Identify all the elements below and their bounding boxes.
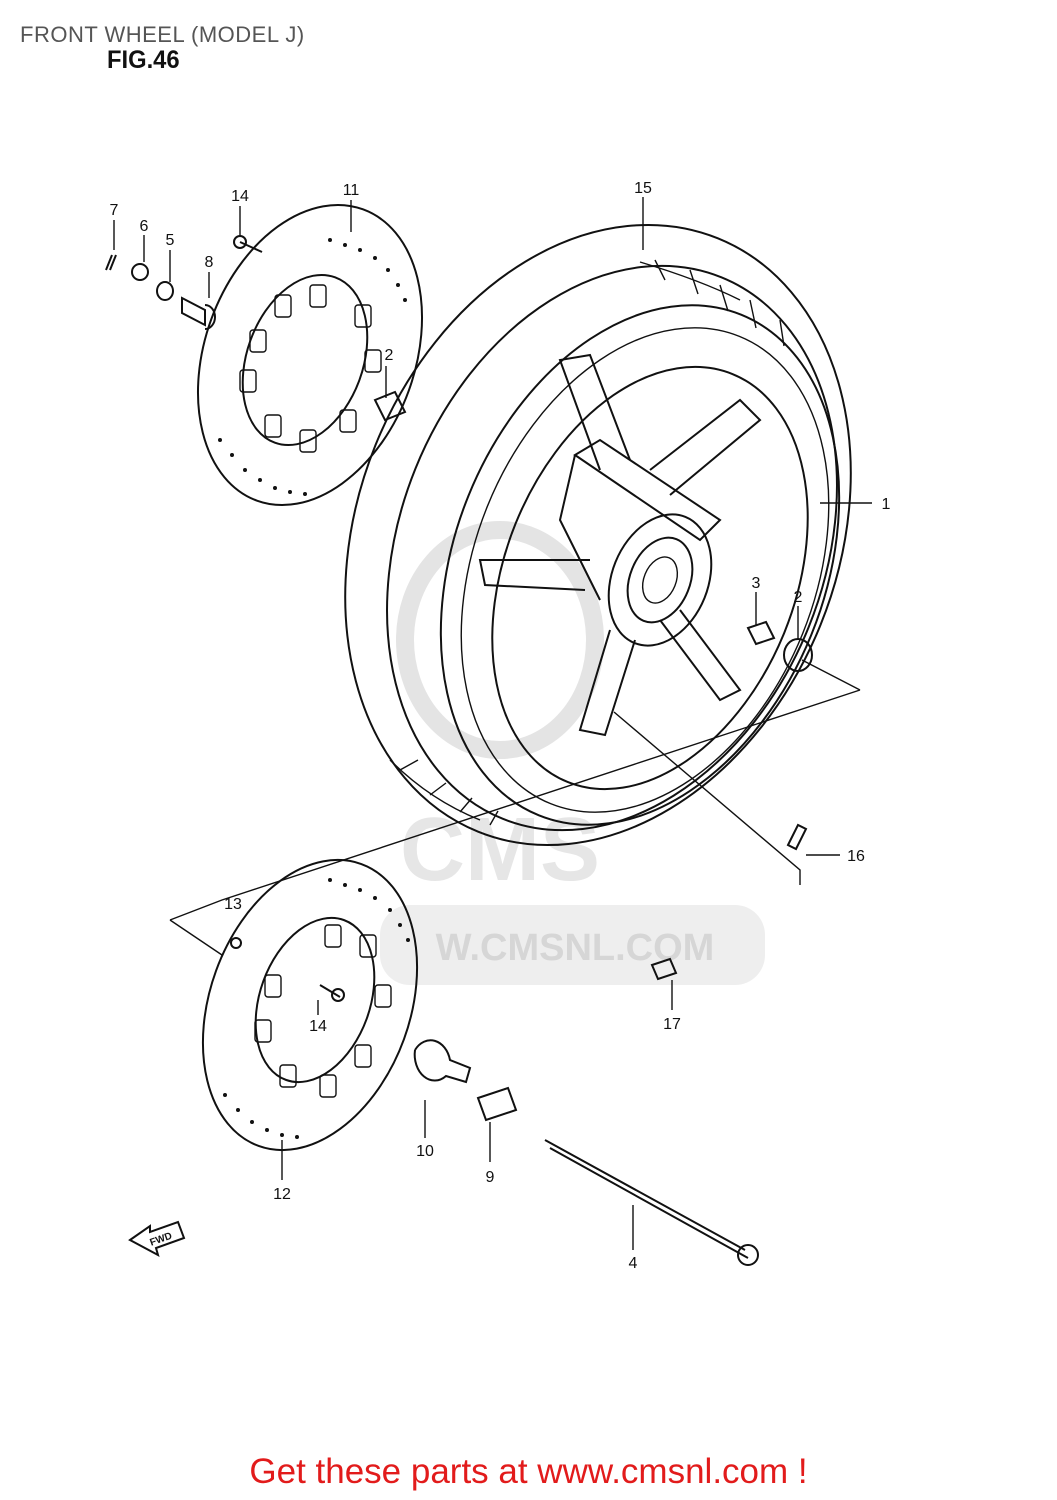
part-label-15: 15 xyxy=(634,180,652,197)
brake-disc-upper xyxy=(196,203,424,507)
leader-lines xyxy=(113,197,872,1250)
brake-disc-lower xyxy=(201,858,419,1152)
footer-link[interactable]: Get these parts at www.cmsnl.com ! xyxy=(249,1452,808,1491)
spacer xyxy=(746,620,776,646)
page-title: FRONT WHEEL (MODEL J) xyxy=(20,22,305,47)
part-label-5: 5 xyxy=(166,232,175,249)
part-labels: 1 2 2 3 4 5 6 7 8 9 10 11 12 13 14 14 15… xyxy=(110,180,891,1272)
washer xyxy=(156,281,174,301)
part-label-8: 8 xyxy=(205,254,214,271)
part-label-17: 17 xyxy=(663,1016,681,1033)
part-label-14-upper: 14 xyxy=(231,188,249,205)
part-label-2-lower: 2 xyxy=(794,589,803,606)
collar xyxy=(181,296,216,330)
wheel-hub xyxy=(558,438,722,647)
part-label-9: 9 xyxy=(486,1169,495,1186)
part-label-14-lower: 14 xyxy=(309,1018,327,1035)
part-label-13: 13 xyxy=(224,896,242,913)
watermark-url: W.CMSNL.COM xyxy=(436,927,715,969)
part-label-11: 11 xyxy=(343,182,360,199)
part-label-4: 4 xyxy=(629,1255,638,1272)
watermark-brand: CMS xyxy=(400,800,600,900)
gear-box xyxy=(413,1039,472,1084)
part-label-7: 7 xyxy=(110,202,119,219)
valve xyxy=(786,823,808,851)
fwd-arrow-icon: FWD xyxy=(128,1220,186,1257)
bearing-upper xyxy=(373,390,407,422)
balance-weight xyxy=(650,957,678,981)
part-label-10: 10 xyxy=(416,1143,434,1160)
part-label-6: 6 xyxy=(140,218,149,235)
figure-number: FIG.46 xyxy=(107,46,180,74)
small-parts xyxy=(105,235,813,1266)
bolt-14-lower xyxy=(319,984,341,998)
part-label-1: 1 xyxy=(882,496,891,513)
wheel-rim xyxy=(439,304,841,826)
part-label-2-upper: 2 xyxy=(385,347,394,364)
axle xyxy=(544,1139,749,1259)
part-label-3: 3 xyxy=(752,575,761,592)
bolt-14-upper xyxy=(239,241,263,253)
tyre xyxy=(344,223,852,847)
wheel-spokes xyxy=(478,353,762,737)
castle-nut xyxy=(131,263,149,281)
cotter-pin xyxy=(105,254,117,271)
watermark: CMS W.CMSNL.COM xyxy=(380,521,765,985)
circlip xyxy=(230,937,242,949)
part-label-16: 16 xyxy=(847,848,865,865)
spacer-9 xyxy=(476,1086,518,1122)
part-label-12: 12 xyxy=(273,1186,291,1203)
